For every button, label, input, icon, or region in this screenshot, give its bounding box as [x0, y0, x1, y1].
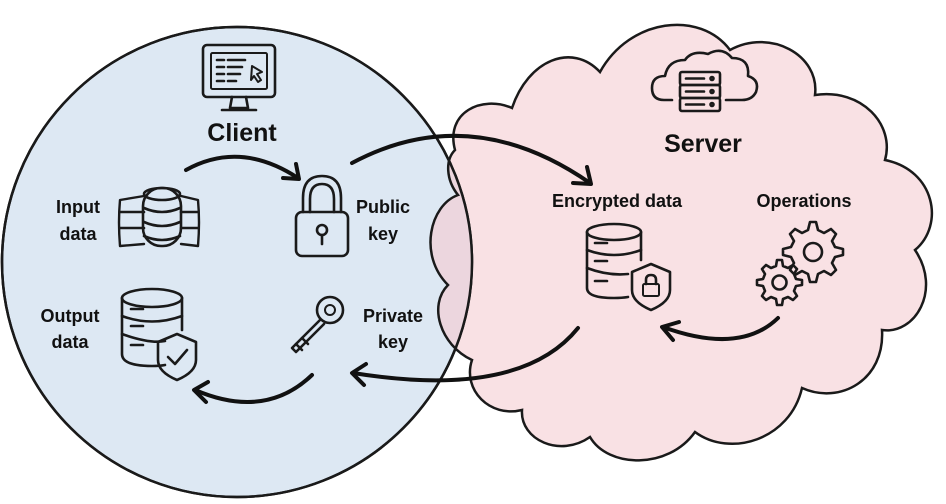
- arrow-server-to-private-key: [350, 326, 580, 387]
- database-icon: [117, 186, 201, 248]
- server-title: Server: [664, 130, 742, 158]
- output-data-label-line1: Output: [41, 306, 100, 326]
- padlock-icon: [294, 174, 350, 258]
- public-key-label-line2: key: [368, 224, 398, 244]
- output-data-label-line2: data: [51, 332, 89, 352]
- public-key-label-line1: Public: [356, 197, 410, 217]
- database-lock-icon: [585, 222, 672, 312]
- operations-label: Operations: [756, 191, 851, 211]
- private-key-label-line2: key: [378, 332, 408, 352]
- input-data-label-line2: data: [59, 224, 97, 244]
- arrow-input-to-public-key: [184, 154, 301, 181]
- input-data-label-line1: Input: [56, 197, 100, 217]
- cloud-server-icon: [650, 49, 759, 113]
- gears-icon: [755, 220, 845, 307]
- arrow-operations-to-encrypted-data: [660, 316, 780, 342]
- computer-monitor-icon: [201, 43, 277, 112]
- private-key-label-line1: Private: [363, 306, 423, 326]
- client-title: Client: [207, 119, 277, 147]
- arrow-private-key-to-output-data: [192, 373, 314, 404]
- database-shield-check-icon: [120, 287, 198, 382]
- key-icon: [290, 295, 345, 354]
- arrow-client-to-server: [350, 133, 593, 186]
- encrypted-data-label: Encrypted data: [552, 191, 683, 211]
